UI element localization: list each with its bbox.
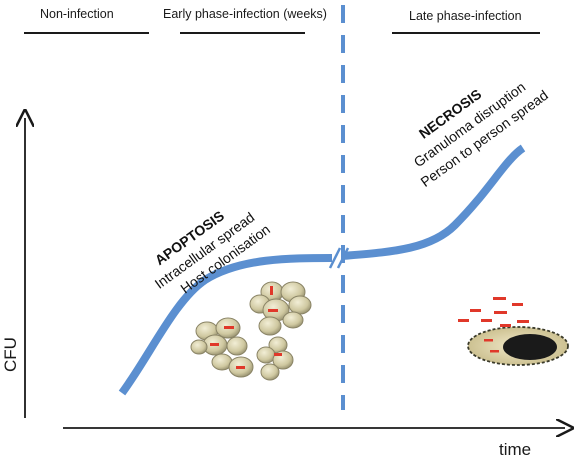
phase-label-non-infection: Non-infection [40, 7, 114, 21]
necrosis-label-group: NECROSIS Granuloma disruption Person to … [411, 79, 551, 190]
cfu-curve-early [118, 254, 333, 396]
curve-break-mark-1 [328, 247, 342, 269]
x-axis-label: time [499, 440, 531, 459]
apoptosis-label-group: APOPTOSIS Intracellular spread Host colo… [152, 207, 273, 296]
apoptotic-cell-cluster [190, 281, 312, 381]
bacterium [484, 339, 493, 342]
necrotic-granuloma [467, 326, 569, 366]
phase-label-late: Late phase-infection [409, 9, 522, 23]
bacterium [236, 366, 245, 369]
phase-label-early: Early phase-infection (weeks) [163, 7, 327, 21]
cell-cluster-upper [249, 281, 312, 336]
bacterium [270, 286, 273, 295]
y-axis-label: CFU [1, 337, 20, 372]
bacterium [268, 309, 278, 312]
cell-cluster-lower [256, 336, 294, 381]
bacterium [210, 343, 219, 346]
bacterium [274, 353, 282, 356]
cell-cluster-left [190, 317, 254, 378]
bacterium [224, 326, 234, 329]
cfu-curve-late [341, 144, 526, 260]
released-bacteria [458, 297, 529, 327]
bacterium [490, 350, 499, 353]
curve-break-mark-2 [336, 247, 350, 269]
